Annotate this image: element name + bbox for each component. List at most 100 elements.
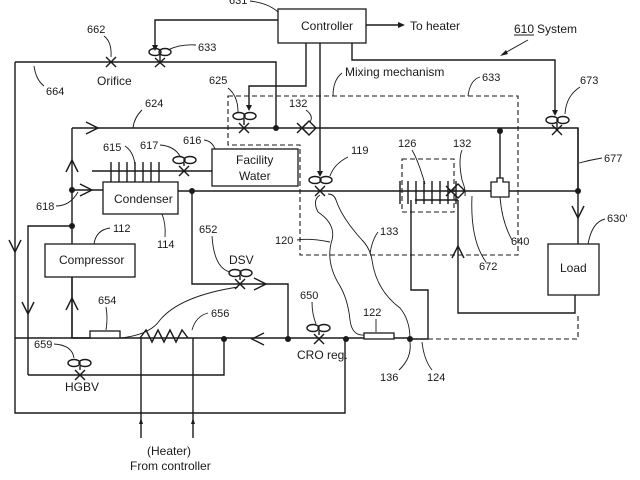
leader-616 <box>203 139 216 150</box>
leader-662 <box>103 35 112 58</box>
flow-arrow-return <box>250 332 265 346</box>
leader-133 <box>369 231 379 255</box>
compressor-label: Compressor <box>59 253 124 267</box>
flow-arrow-condenser <box>79 183 94 197</box>
heater-arrow-left <box>139 418 143 424</box>
suction-line <box>71 277 90 339</box>
ref-615: 615 <box>103 142 121 154</box>
mixing-mechanism-label: Mixing mechanism <box>345 65 444 79</box>
leader-633-box <box>467 76 481 97</box>
ref-112: 112 <box>113 223 131 235</box>
leader-615 <box>124 145 136 167</box>
junction <box>343 336 349 342</box>
cro-reg-label: CRO reg. <box>297 348 348 362</box>
ref-630: 630' <box>607 213 627 225</box>
heat-exchanger-box <box>401 158 455 213</box>
signal-arrow-625 <box>246 105 252 111</box>
system-word: System <box>537 22 577 36</box>
orifice-662 <box>105 56 117 68</box>
check-valve-132-top <box>296 120 317 136</box>
to-heater-arrow <box>366 22 405 28</box>
signal-line-673 <box>351 43 556 112</box>
ref-126: 126 <box>398 138 416 150</box>
condenser-block: Condenser <box>102 181 179 215</box>
flow-arrow-dsv <box>253 277 268 291</box>
ref-677: 677 <box>604 153 622 165</box>
sensor-bulb-122 <box>363 332 395 340</box>
hgbv-line <box>28 339 225 376</box>
junction <box>69 187 75 193</box>
ref-120: 120 <box>275 235 293 247</box>
ref-132-lower: 132 <box>453 138 471 150</box>
leader-132-top <box>305 109 312 123</box>
load-return-line <box>457 200 576 314</box>
leader-640 <box>499 196 513 241</box>
hx-return-line <box>410 200 429 340</box>
ref-618: 618 <box>36 201 54 213</box>
flow-arrow-outer-down <box>8 239 22 254</box>
facility-water-line2: Water <box>239 169 271 183</box>
from-controller-label: From controller <box>130 459 211 473</box>
ref-673: 673 <box>580 75 598 87</box>
facility-water-block: Facility Water <box>211 148 299 187</box>
leader-631 <box>249 0 279 13</box>
leader-618 <box>55 191 79 207</box>
controller-block: Controller <box>277 8 367 44</box>
leader-625 <box>227 87 239 113</box>
compressor-block: Compressor <box>44 243 136 278</box>
junction <box>69 223 75 229</box>
leader-624 <box>132 109 143 129</box>
ref-625: 625 <box>209 75 227 87</box>
capillary-120 <box>315 194 365 336</box>
outer-bottom-loop <box>14 338 346 414</box>
hgbv-label: HGBV <box>65 380 99 394</box>
heater-arrow-right <box>191 418 195 424</box>
valve-633 <box>148 47 172 68</box>
flow-arrow-load-return <box>451 244 465 259</box>
ref-132-top: 132 <box>289 98 307 110</box>
leader-654 <box>105 306 108 331</box>
heater-coil-656 <box>139 328 189 344</box>
flow-arrow-left-up <box>65 158 79 173</box>
signal-arrow-119 <box>317 171 323 177</box>
ref-136: 136 <box>380 372 398 384</box>
ref-617: 617 <box>140 140 158 152</box>
facility-water-line1: Facility <box>236 153 273 167</box>
orifice-label: Orifice <box>97 74 132 88</box>
leader-617 <box>159 144 181 157</box>
tee-640 <box>490 177 510 198</box>
ref-652: 652 <box>199 224 217 236</box>
controller-label: Controller <box>301 19 353 33</box>
signal-line-633 <box>154 19 278 47</box>
ref-662: 662 <box>87 24 105 36</box>
junction <box>273 125 279 131</box>
leader-126 <box>411 149 426 185</box>
ref-119: 119 <box>351 145 369 157</box>
condenser-label: Condenser <box>114 192 173 206</box>
leader-mixing <box>332 72 343 97</box>
junction <box>285 336 291 342</box>
sensor-bulb-654 <box>89 330 121 339</box>
ref-672: 672 <box>479 261 497 273</box>
to-heater-label: To heater <box>410 19 460 33</box>
ref-631: 631 <box>229 0 247 7</box>
capillary-133 <box>327 193 411 340</box>
mixing-mechanism-box <box>227 95 519 256</box>
valve-119 <box>308 175 333 197</box>
leader-136 <box>398 341 411 371</box>
flow-arrow-624 <box>85 121 100 135</box>
load-block: Load <box>547 243 600 296</box>
valve-dsv-652 <box>228 268 253 290</box>
signal-arrow-673 <box>552 110 558 116</box>
ref-122: 122 <box>363 307 381 319</box>
ref-640: 640 <box>511 236 529 248</box>
leader-112 <box>93 227 111 245</box>
valve-617 <box>172 155 197 177</box>
ref-633-top: 633 <box>198 42 216 54</box>
dsv-label: DSV <box>229 253 254 267</box>
leader-659 <box>53 343 75 359</box>
ref-659: 659 <box>34 339 52 351</box>
leader-656 <box>191 312 209 331</box>
ref-133: 133 <box>380 226 398 238</box>
